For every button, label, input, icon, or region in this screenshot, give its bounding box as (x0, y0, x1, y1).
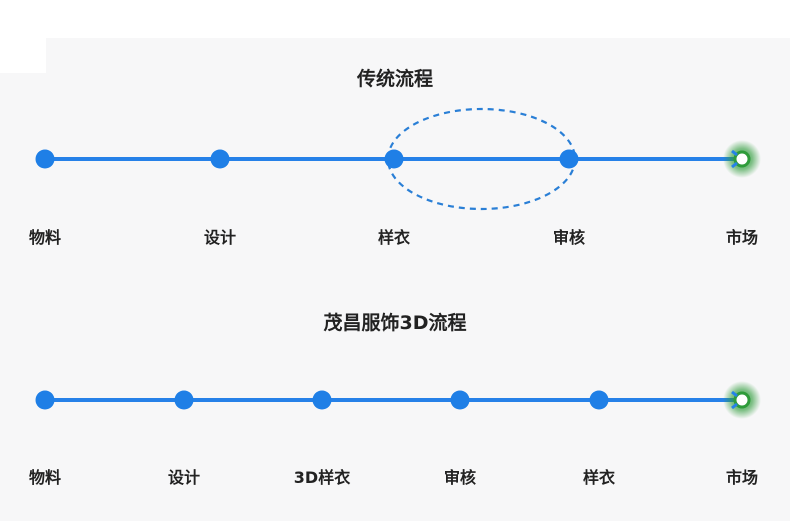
step-label: 物料 (28, 468, 62, 487)
3d-flow-title: 茂昌服饰3D流程 (323, 312, 467, 334)
end-node-accent (731, 402, 738, 410)
flow-node (210, 149, 230, 169)
end-node (733, 391, 751, 409)
traditional-flow-diagram (35, 107, 761, 211)
flow-node (559, 149, 579, 169)
flow-node (589, 390, 609, 410)
flow-node (35, 390, 55, 410)
step-label: 样衣 (582, 468, 616, 487)
step-label: 设计 (167, 468, 201, 487)
end-node-accent (731, 161, 738, 169)
step-label: 设计 (203, 228, 237, 247)
3d-flow-diagram (35, 381, 761, 419)
flow-node (174, 390, 194, 410)
end-node-accent (731, 149, 738, 157)
step-label: 3D样衣 (293, 468, 351, 487)
step-label: 审核 (552, 228, 586, 247)
step-label: 物料 (28, 228, 62, 247)
end-node-accent (731, 390, 738, 398)
end-node (733, 150, 751, 168)
flow-node (312, 390, 332, 410)
left-white-notch (0, 0, 46, 73)
step-label: 市场 (725, 228, 759, 247)
step-label: 审核 (443, 468, 477, 487)
step-label: 样衣 (377, 228, 411, 247)
traditional-flow-title: 传统流程 (356, 68, 433, 90)
flow-node (450, 390, 470, 410)
flow-node (384, 149, 404, 169)
top-white-strip (46, 0, 790, 38)
flow-node (35, 149, 55, 169)
step-label: 市场 (725, 468, 759, 487)
